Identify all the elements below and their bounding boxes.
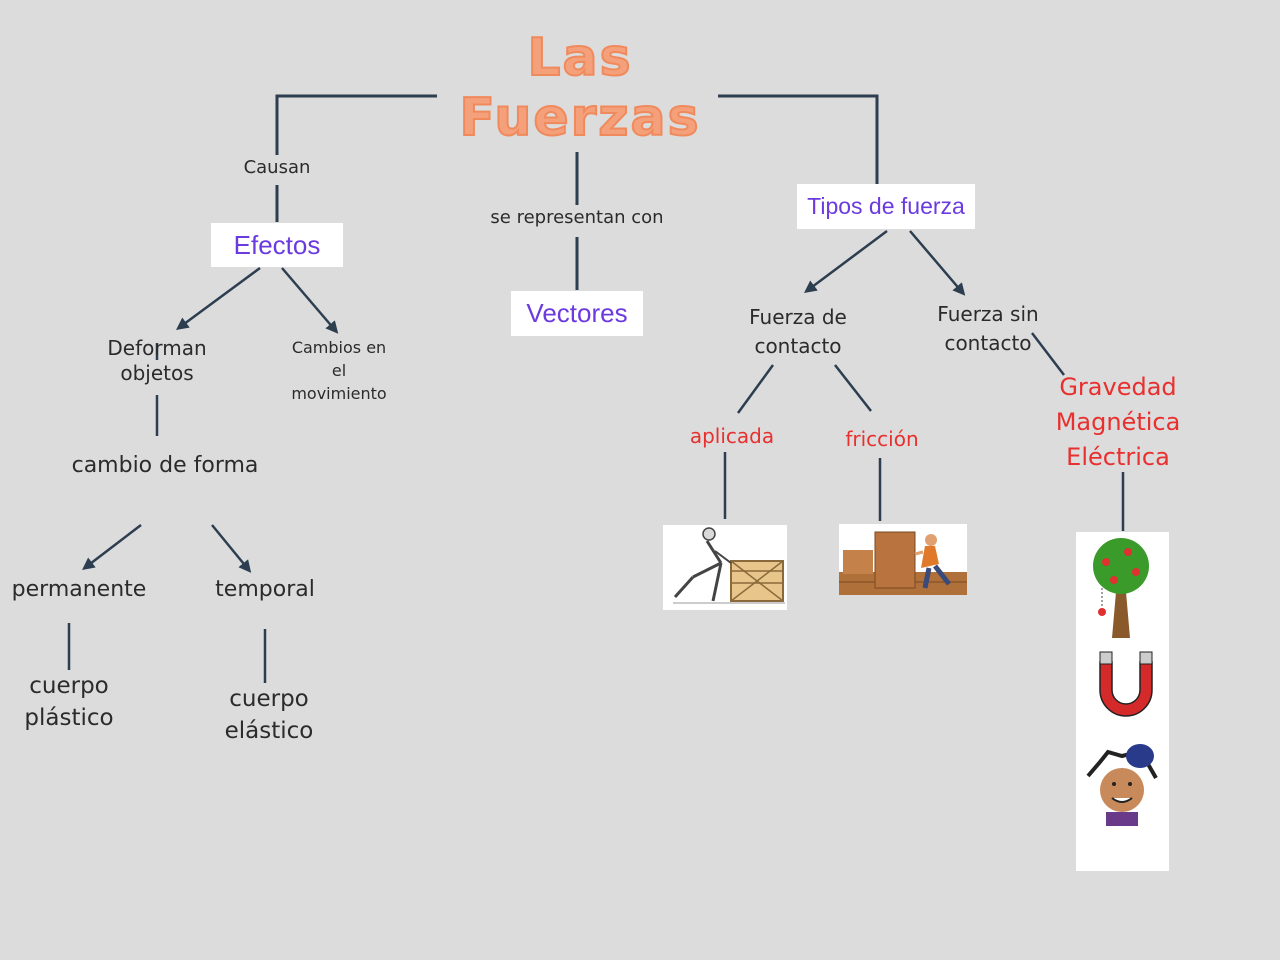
fuerza-sin-contacto-label: Fuerza sin contacto: [923, 300, 1053, 358]
cuerpo-elastico-label: cuerpo elástico: [205, 683, 333, 747]
sin-contacto-line-2: contacto: [944, 331, 1032, 355]
line-title-to-tipos: [718, 94, 879, 185]
arrow-tipos-to-sin-contacto: [909, 230, 966, 296]
deforman-line-2: objetos: [120, 361, 194, 385]
temporal-label: temporal: [215, 577, 315, 602]
vectores-box: Vectores: [511, 291, 643, 336]
causan-label: Causan: [243, 157, 311, 178]
elastico-line-1: cuerpo: [229, 686, 309, 712]
arrow-tipos-to-contacto: [803, 229, 888, 293]
cambios-line-3: movimiento: [291, 384, 387, 403]
efectos-box: Efectos: [211, 223, 343, 267]
man-pushing-cabinet-image: [839, 524, 967, 595]
aplicada-label: aplicada: [689, 424, 775, 448]
friccion-label: fricción: [845, 427, 919, 451]
person-pushing-crate-image: [663, 525, 787, 610]
contacto-line-1: Fuerza de: [749, 305, 847, 329]
deforman-line-1: Deforman: [107, 336, 207, 360]
cambio-de-forma-label: cambio de forma: [71, 453, 259, 478]
plastico-line-1: cuerpo: [29, 673, 109, 699]
arrow-to-temporal: [211, 524, 252, 573]
apple-tree-icon: [1093, 538, 1149, 638]
cambios-line-1: Cambios en: [291, 338, 387, 357]
line-contacto-to-friccion: [834, 364, 872, 412]
permanente-label: permanente: [11, 577, 147, 602]
cuerpo-plastico-label: cuerpo plástico: [5, 670, 133, 734]
non-contact-images-panel: [1076, 532, 1169, 871]
cambios-movimiento-label: Cambios en el movimiento: [279, 336, 399, 405]
fuerza-de-contacto-label: Fuerza de contacto: [733, 303, 863, 361]
cambios-line-2: el: [331, 361, 347, 380]
horseshoe-magnet-icon: [1099, 651, 1153, 717]
line-contacto-to-aplicada: [736, 364, 775, 414]
vectores-label: Vectores: [526, 298, 628, 328]
plastico-line-2: plástico: [24, 705, 114, 731]
elastico-line-2: elástico: [224, 718, 314, 744]
title-line-2: Fuerzas: [458, 87, 701, 149]
se-representan-label: se representan con: [490, 207, 664, 228]
title-line-1: Las: [526, 27, 633, 89]
arrow-efectos-to-cambios: [281, 267, 339, 334]
electrica-label: Eléctrica: [1066, 443, 1170, 471]
girl-balloon-icon: [1086, 744, 1158, 826]
gravedad-label: Gravedad: [1059, 373, 1177, 401]
arrow-efectos-to-deforman: [175, 266, 261, 330]
efectos-label: Efectos: [233, 229, 321, 260]
tipos-de-fuerza-label: Tipos de fuerza: [807, 193, 965, 219]
line-title-to-causan: [275, 94, 437, 155]
tipos-de-fuerza-box: Tipos de fuerza: [797, 184, 975, 229]
arrow-to-permanente: [82, 524, 142, 571]
contacto-line-2: contacto: [754, 334, 842, 358]
magnetica-label: Magnética: [1055, 408, 1181, 436]
sin-contacto-line-1: Fuerza sin: [937, 302, 1039, 326]
diagram-title: Las Fuerzas: [440, 27, 720, 149]
line-sin-contacto-to-types: [1031, 332, 1065, 376]
deforman-objetos-label: Deforman objetos: [92, 336, 222, 386]
non-contact-types-label: Gravedad Magnética Eléctrica: [1043, 370, 1193, 475]
